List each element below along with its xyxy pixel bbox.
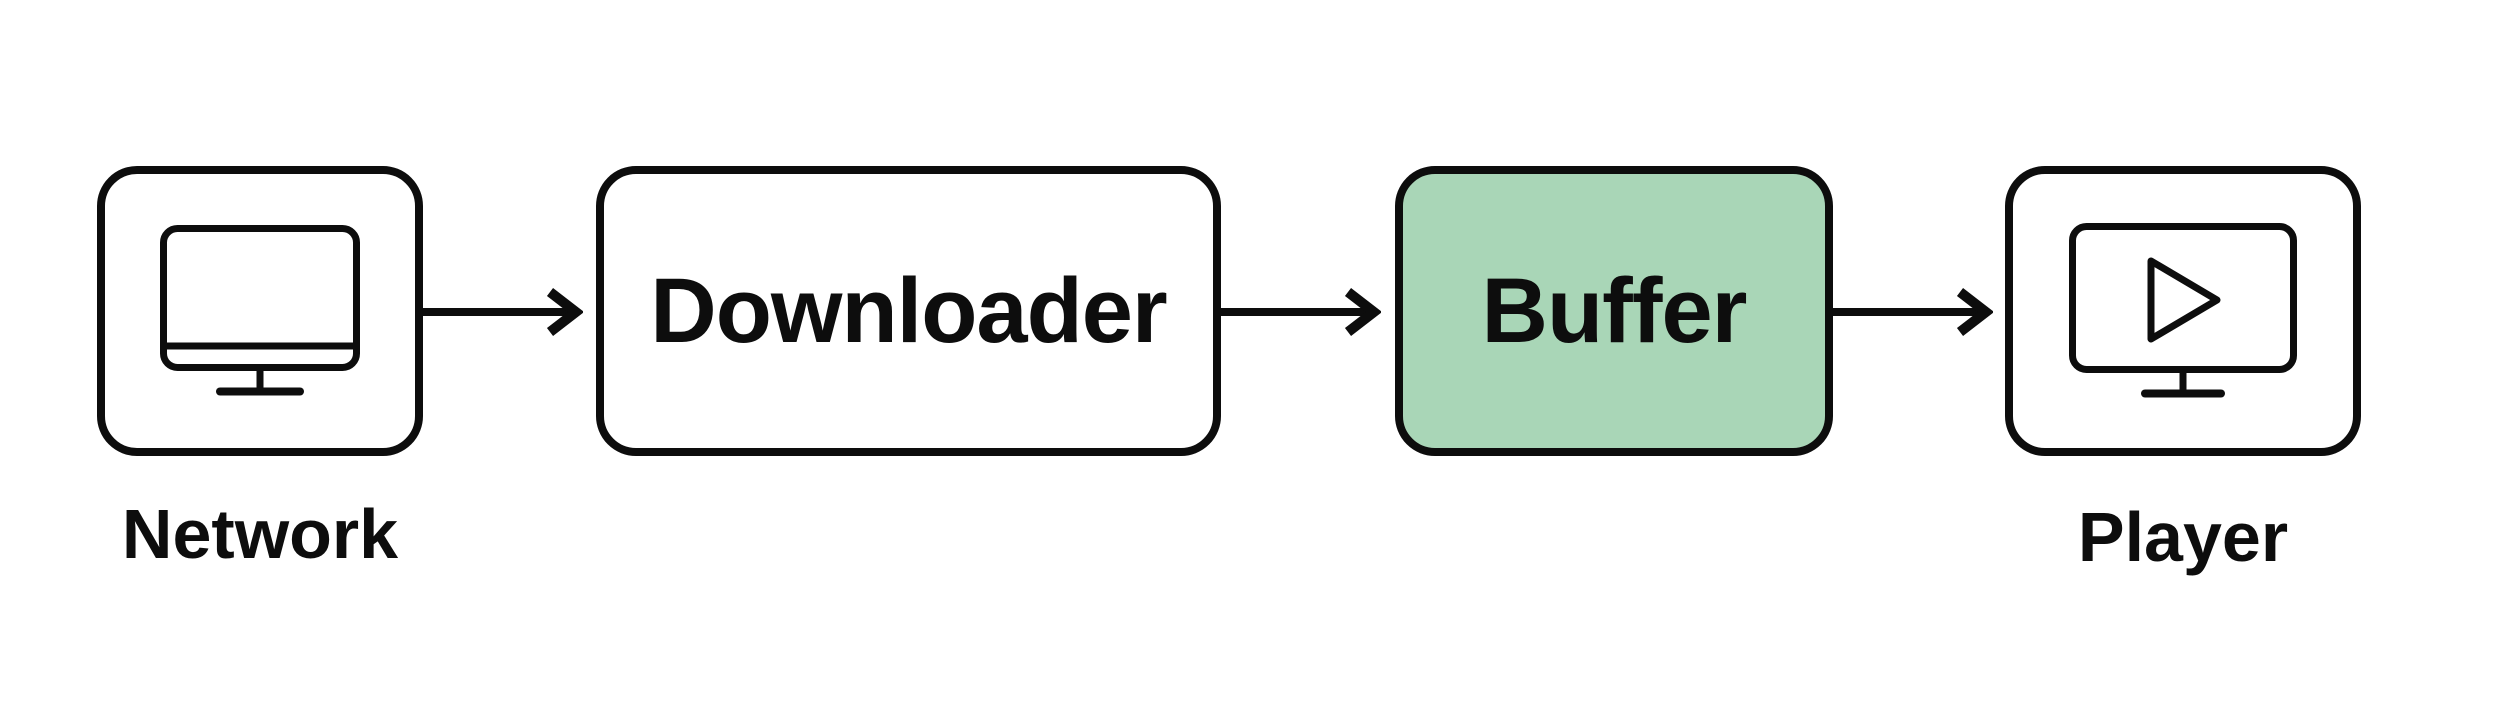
node-network — [97, 166, 423, 456]
monitor-play-icon — [2069, 223, 2297, 398]
node-network-caption: Network — [121, 495, 399, 573]
node-player-caption: Player — [2077, 498, 2289, 576]
flow-arrow-downloader-to-buffer — [1221, 288, 1381, 336]
node-buffer-label: Buffer — [1481, 259, 1748, 362]
node-downloader-label: Downloader — [650, 259, 1167, 362]
node-downloader: Downloader — [596, 166, 1221, 456]
flow-arrow-network-to-downloader — [423, 288, 583, 336]
node-player — [2005, 166, 2361, 456]
node-buffer: Buffer — [1395, 166, 1833, 456]
desktop-monitor-icon — [160, 225, 360, 396]
flow-arrow-buffer-to-player — [1833, 288, 1993, 336]
